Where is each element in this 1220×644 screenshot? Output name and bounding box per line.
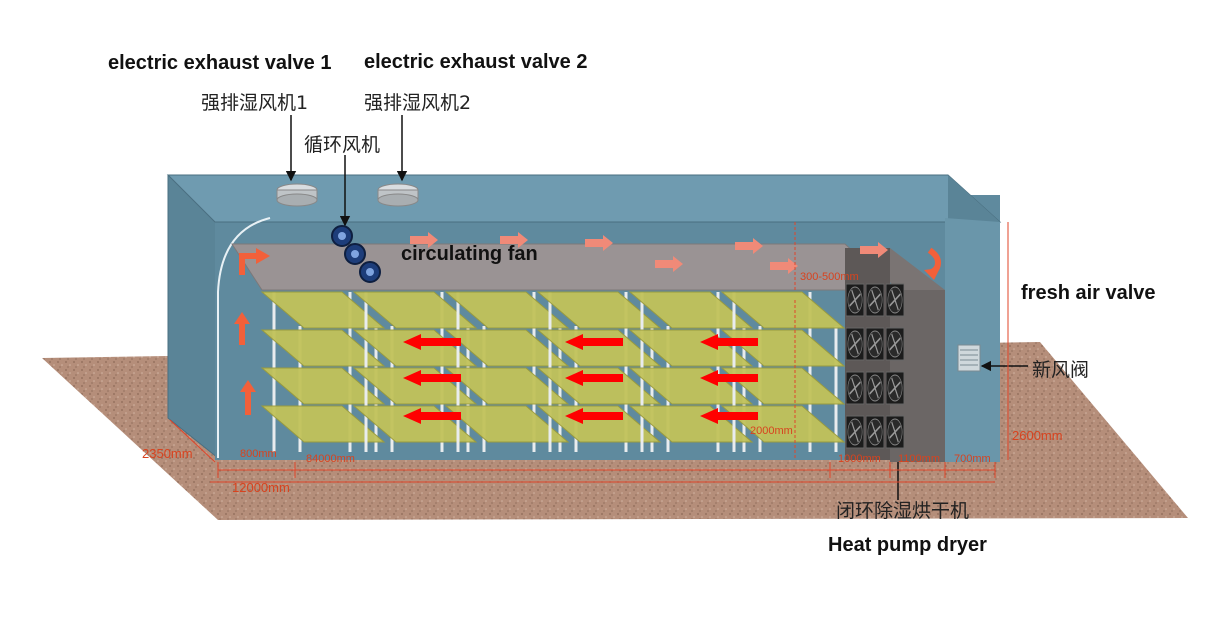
dim-rack-length: 84000mm [306, 453, 355, 465]
drying-tray [444, 291, 570, 329]
dryer-fan [885, 283, 905, 317]
exhaust-fan-2 [377, 183, 419, 207]
dim-gap-top: 300-500mm [800, 271, 859, 283]
dim-dryer-width: 1100mm [898, 453, 940, 465]
dryer-fan [845, 371, 865, 405]
fresh-air-valve-label: fresh air valve [1021, 282, 1156, 304]
exhaust-valve-1-cn-label: 强排湿风机1 [201, 92, 309, 114]
heat-pump-dryer [845, 248, 945, 462]
dim-dryer-front-gap: 1000mm [838, 453, 881, 465]
dryer-fan [865, 327, 885, 361]
drying-tray [536, 329, 662, 367]
drying-tray [536, 291, 662, 329]
drying-tray [628, 291, 754, 329]
dimension-lines [169, 222, 1009, 483]
dryer-fan [845, 283, 865, 317]
exhaust-fan-1 [276, 183, 318, 207]
dryer-fan [885, 327, 905, 361]
drying-tray [444, 329, 570, 367]
drying-tray [260, 405, 386, 443]
dim-rear-gap: 700mm [954, 453, 991, 465]
dim-front-gap: 800mm [240, 448, 277, 460]
drying-tray [260, 291, 386, 329]
drying-tray [260, 329, 386, 367]
inner-curve [217, 217, 271, 458]
dryer-fan [865, 415, 885, 449]
pointer-lines [285, 115, 1028, 500]
return-arrowheads [234, 248, 940, 392]
drying-tray [352, 367, 478, 405]
dimension-texts: 300-500mm 2000mm 2600mm 2350mm 800mm 840… [142, 271, 1063, 495]
drying-tray [628, 405, 754, 443]
exhaust-valve-1-label: electric exhaust valve 1 [108, 52, 332, 74]
dryer-fan [865, 371, 885, 405]
exhaust-valve-2-cn-label: 强排湿风机2 [364, 92, 472, 114]
dryer-fan [865, 283, 885, 317]
dryer-cn-label: 闭环除湿烘干机 [836, 500, 970, 522]
fresh-air-valve-cn-label: 新风阀 [1032, 359, 1090, 381]
drying-tray [628, 367, 754, 405]
dryer-fan [845, 327, 865, 361]
drying-tray [720, 291, 846, 329]
dryer-fan [885, 371, 905, 405]
dryer-label: Heat pump dryer [828, 534, 987, 556]
drying-tray [352, 291, 478, 329]
dim-room-height: 2600mm [1012, 428, 1063, 443]
right-wall-face [945, 218, 1000, 462]
circulating-fan-cn-label: 循环风机 [304, 134, 381, 156]
drying-tray [444, 405, 570, 443]
dryer-fan [845, 415, 865, 449]
drying-tray [260, 367, 386, 405]
drying-tray [352, 405, 478, 443]
dim-room-width: 2350mm [142, 446, 193, 461]
circulating-fan-label: circulating fan [401, 243, 538, 265]
dryer-fan [885, 415, 905, 449]
drying-tray [352, 329, 478, 367]
drying-tray [628, 329, 754, 367]
dim-total-length: 12000mm [232, 480, 290, 495]
exhaust-valve-2-label: electric exhaust valve 2 [364, 51, 588, 73]
fresh-air-vent [957, 344, 981, 372]
dim-rack-height: 2000mm [750, 425, 793, 437]
drying-tray [444, 367, 570, 405]
